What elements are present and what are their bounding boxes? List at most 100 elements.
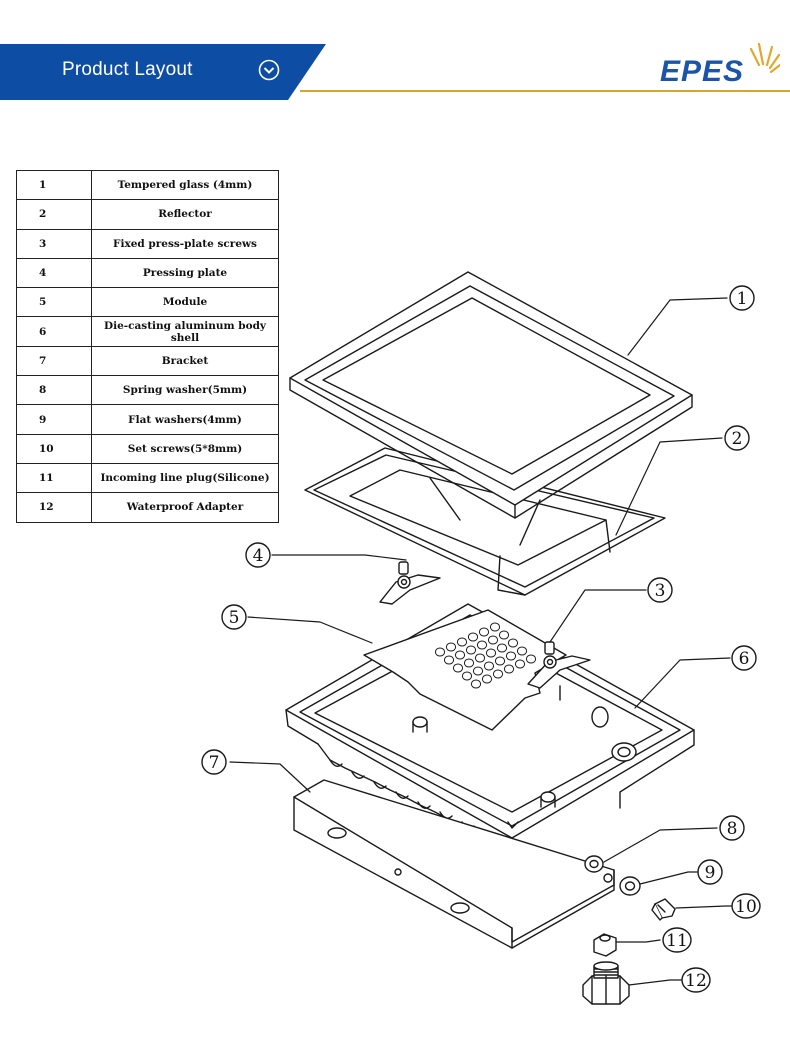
callout-number: 1: [737, 289, 748, 309]
led-chip: [514, 659, 526, 669]
callout-10: 10: [731, 893, 761, 919]
page-header: Product Layout EPES: [0, 0, 790, 110]
waterproof-adapter-part: [582, 961, 630, 1005]
led-chip: [503, 664, 515, 674]
led-chip: [505, 651, 517, 661]
part-number: 7: [16, 345, 92, 377]
callout-number: 9: [705, 863, 716, 883]
led-chip: [452, 663, 464, 673]
part-name: Die-casting aluminum body shell: [91, 316, 279, 347]
title-banner: [0, 44, 326, 100]
led-chip: [467, 632, 479, 642]
callout-9: 9: [697, 859, 723, 885]
part-name: Fixed press-plate screws: [91, 228, 279, 259]
led-chip: [494, 656, 506, 666]
callout-number: 3: [655, 581, 666, 601]
callout-8: 8: [719, 815, 745, 841]
led-chip: [434, 647, 446, 657]
callout-number: 11: [666, 931, 688, 951]
part-name: Pressing plate: [91, 257, 279, 289]
header-divider: [300, 90, 790, 92]
led-chip: [472, 666, 484, 676]
callout-number: 4: [253, 546, 264, 566]
callout-number: 2: [732, 429, 743, 449]
tempered-glass-part: [289, 271, 693, 519]
led-chip: [456, 637, 468, 647]
callout-1: 1: [729, 285, 755, 311]
part-number: 8: [16, 375, 92, 406]
led-chip: [487, 635, 499, 645]
callout-number: 6: [739, 649, 750, 669]
callout-number: 7: [209, 753, 220, 773]
sun-rays-icon: [749, 42, 780, 74]
page-title: Product Layout: [62, 59, 193, 80]
part-number: 1: [16, 169, 92, 201]
brand-logo: EPES: [660, 55, 745, 88]
callout-2: 2: [724, 425, 750, 451]
callout-number: 12: [685, 971, 707, 991]
callout-11: 11: [662, 927, 692, 953]
press-plate-screw-part: [527, 641, 591, 689]
led-chip: [461, 671, 473, 681]
leader-lines: [229, 297, 734, 986]
pressing-plate-part: [379, 561, 441, 605]
led-chip: [496, 643, 508, 653]
part-name: Reflector: [91, 199, 279, 230]
flat-washer-part: [619, 876, 641, 896]
led-chip: [489, 622, 501, 632]
led-chip: [445, 642, 457, 652]
led-chip: [481, 674, 493, 684]
part-name: Bracket: [91, 345, 279, 377]
part-number: 6: [16, 316, 92, 347]
part-name: Spring washer(5mm): [91, 375, 279, 406]
led-chip: [507, 638, 519, 648]
part-number: 3: [16, 228, 92, 259]
led-chip: [483, 661, 495, 671]
led-chip: [443, 655, 455, 665]
led-chip: [463, 658, 475, 668]
callout-number: 8: [727, 819, 738, 839]
part-number: 12: [16, 492, 92, 523]
led-chip: [470, 679, 482, 689]
part-number: 5: [16, 287, 92, 318]
line-plug-part: [593, 933, 617, 957]
set-screw-part: [651, 898, 676, 921]
callout-6: 6: [731, 645, 757, 671]
callout-5: 5: [221, 604, 247, 630]
spring-washer-part: [584, 855, 604, 873]
led-chip: [465, 645, 477, 655]
led-chip: [485, 648, 497, 658]
chevron-circle-down-icon[interactable]: [258, 59, 280, 81]
led-chip: [476, 640, 488, 650]
led-chip: [525, 654, 537, 664]
callout-number: 5: [229, 608, 240, 628]
part-number: 2: [16, 199, 92, 230]
led-chip: [492, 669, 504, 679]
led-array: [434, 622, 537, 689]
part-name: Set screws(5*8mm): [91, 433, 279, 464]
part-number: 4: [16, 257, 92, 289]
part-number: 10: [16, 433, 92, 464]
part-number: 11: [16, 462, 92, 494]
callout-4: 4: [245, 542, 271, 568]
part-name: Flat washers(4mm): [91, 404, 279, 435]
callout-12: 12: [681, 967, 711, 993]
led-chip: [516, 646, 528, 656]
led-chip: [478, 627, 490, 637]
callout-7: 7: [201, 749, 227, 775]
callout-number: 10: [735, 897, 757, 917]
